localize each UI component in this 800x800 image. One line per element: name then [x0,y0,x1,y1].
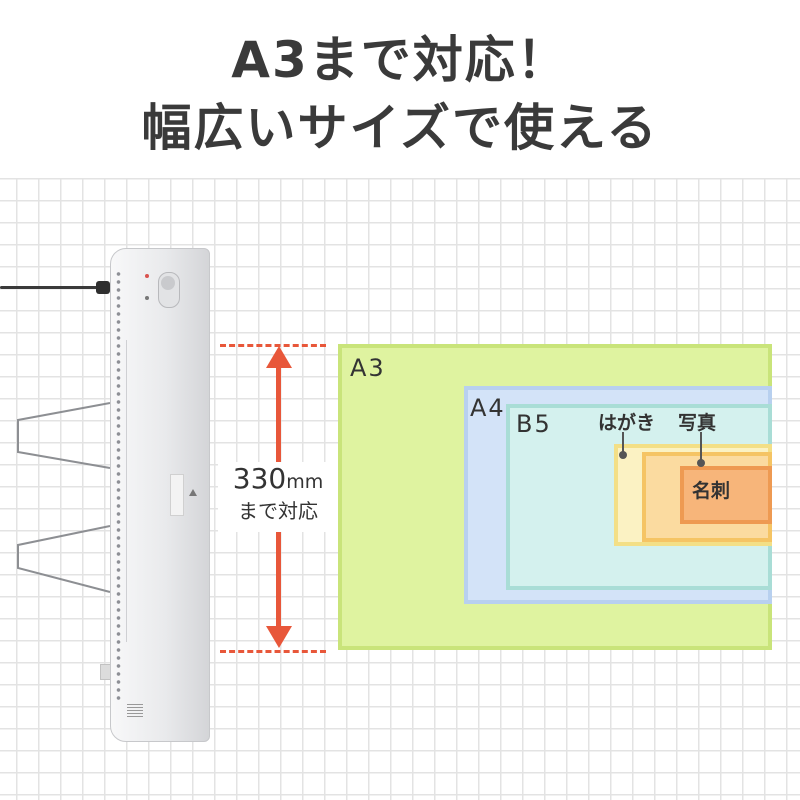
measure-caption: まで対応 [238,499,318,523]
photo-pointer [700,432,702,462]
postcard-pointer [622,432,624,454]
caution-sticker [170,474,184,516]
feed-marker-icon [189,489,197,496]
measure-number: 330 [232,462,287,495]
top-dashed-line [220,344,326,347]
brand-mark [127,703,143,717]
pointer-dot-icon [697,459,705,467]
power-cord [0,286,106,289]
measure-label-background [218,462,338,532]
paper-b5-label: B5 [516,410,552,438]
vent-holes [115,270,122,702]
status-led-icon [145,296,149,300]
measure-unit: mm [286,471,324,493]
paper-a3-label: A3 [350,354,386,382]
paper-business-card [680,466,772,524]
bottom-dashed-line [220,650,326,653]
laminator-panel [126,340,207,642]
arrow-down-icon [266,626,292,648]
arrow-up-icon [266,346,292,368]
paper-a4-label: A4 [470,394,506,422]
power-led-icon [145,274,149,278]
paper-business-card-label: 名刺 [692,480,731,502]
headline-line-1: A3まで対応！ [231,31,569,89]
cord-plug [96,281,110,294]
paper-photo-label: 写真 [678,412,717,434]
switch-knob [161,276,175,290]
paper-postcard-label: はがき [598,412,656,434]
headline-line-2: 幅広いサイズで使える [141,99,659,157]
pointer-dot-icon [619,451,627,459]
measure-value: 330mm [220,462,336,499]
